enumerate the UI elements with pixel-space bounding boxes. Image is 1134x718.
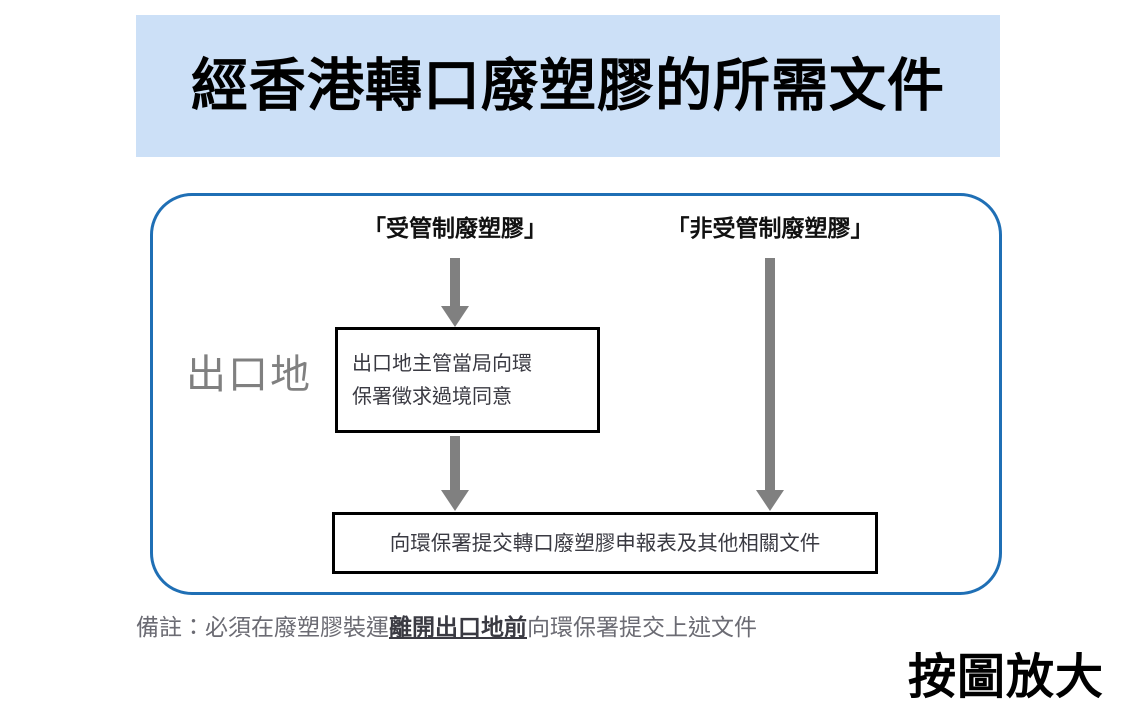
- title-banner: 經香港轉口廢塑膠的所需文件: [136, 15, 1000, 157]
- process-box-submit-documents: 向環保署提交轉口廢塑膠申報表及其他相關文件: [332, 512, 878, 574]
- footnote-prefix: 備註：必須在廢塑膠裝運: [136, 615, 389, 641]
- down-arrow-icon-uncontrolled-to-submission: [755, 258, 785, 512]
- process-box-transit-consent: 出口地主管當局向環 保署徵求過境同意: [335, 327, 600, 433]
- zoom-image-hint[interactable]: 按圖放大: [908, 649, 1105, 705]
- footnote-suffix: 向環保署提交上述文件: [527, 615, 757, 641]
- down-arrow-icon-controlled-to-consent: [440, 258, 470, 328]
- down-arrow-icon-consent-to-submission: [440, 436, 470, 512]
- stage-label-export-place: 出口地: [186, 352, 312, 398]
- column-header-controlled-plastic: 「受管制廢塑膠」: [363, 216, 547, 242]
- footnote-note: 備註：必須在廢塑膠裝運離開出口地前向環保署提交上述文件: [136, 614, 757, 643]
- process-box-submit-documents-text: 向環保署提交轉口廢塑膠申報表及其他相關文件: [389, 530, 821, 555]
- process-box-transit-consent-line2: 保署徵求過境同意: [352, 384, 512, 408]
- footnote-emphasis: 離開出口地前: [389, 614, 527, 641]
- flow-diagram-container: [150, 193, 1002, 595]
- page-title: 經香港轉口廢塑膠的所需文件: [191, 52, 945, 119]
- column-header-uncontrolled-plastic: 「非受管制廢塑膠」: [666, 216, 874, 242]
- process-box-transit-consent-line1: 出口地主管當局向環: [352, 351, 532, 375]
